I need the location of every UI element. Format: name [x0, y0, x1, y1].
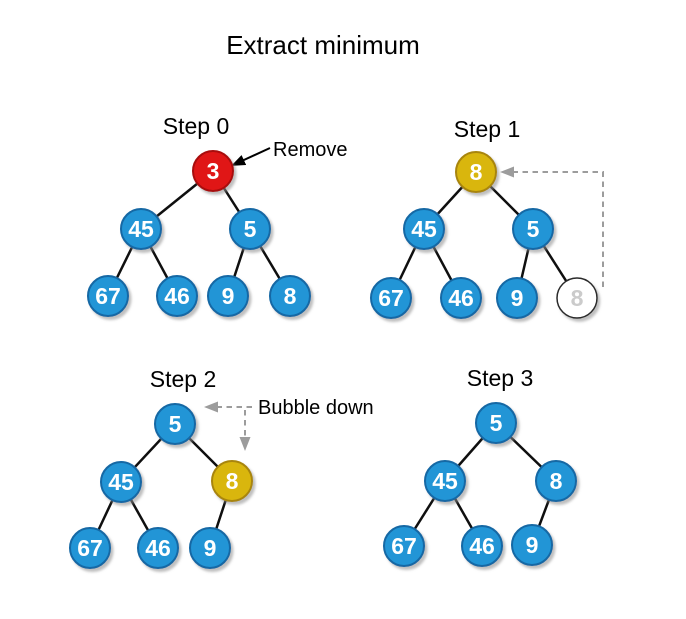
- node-value: 46: [164, 283, 190, 309]
- node-value: 9: [222, 283, 235, 309]
- heap-node-blue: [440, 277, 482, 319]
- node-value: 45: [128, 216, 154, 242]
- bubble-down-annotation: Bubble down: [258, 397, 374, 419]
- heap-node-blue: [383, 525, 425, 567]
- step-0-tree: 3 45 5 67 46 9 8: [87, 147, 311, 317]
- remove-annotation: Remove: [273, 139, 347, 161]
- step-1-tree: 8 45 5 67 46 9 8: [370, 151, 604, 319]
- node-value: 3: [207, 158, 220, 184]
- node-value: 67: [378, 285, 404, 311]
- heap-node-blue: [120, 208, 162, 250]
- node-value: 67: [95, 283, 121, 309]
- heap-node-blue: [100, 461, 142, 503]
- page-title: Extract minimum: [226, 30, 420, 60]
- heap-node-blue: [207, 275, 249, 317]
- node-value: 8: [226, 468, 239, 494]
- node-value: 46: [469, 533, 495, 559]
- node-value: 46: [145, 535, 171, 561]
- heap-node-blue: [156, 275, 198, 317]
- node-value: 8: [284, 283, 297, 309]
- heap-node-blue: [370, 277, 412, 319]
- step-2-tree: 5 45 8 67 46 9: [69, 401, 253, 569]
- step-2-label: Step 2: [150, 366, 217, 392]
- heap-node-blue: [137, 527, 179, 569]
- heap-node-blue: [535, 460, 577, 502]
- node-value: 8: [571, 285, 584, 311]
- node-value: 9: [526, 532, 539, 558]
- node-value: 5: [490, 410, 503, 436]
- heap-node-blue: [87, 275, 129, 317]
- heap-node-ghost: [556, 277, 598, 319]
- node-value: 45: [108, 469, 134, 495]
- node-value: 67: [391, 533, 417, 559]
- heap-node-blue: [154, 403, 196, 445]
- heap-node-blue: [512, 208, 554, 250]
- heap-node-blue: [69, 527, 111, 569]
- heap-node-blue: [461, 525, 503, 567]
- step-3-label: Step 3: [467, 365, 534, 391]
- heap-node-blue: [475, 402, 517, 444]
- node-value: 5: [169, 411, 182, 437]
- heap-node-yellow: [211, 460, 253, 502]
- heap-node-blue: [424, 460, 466, 502]
- node-value: 45: [411, 216, 437, 242]
- heap-node-red: [192, 150, 234, 192]
- step-0-label: Step 0: [163, 113, 230, 139]
- heap-node-yellow: [455, 151, 497, 193]
- remove-arrow: [231, 147, 271, 166]
- node-value: 9: [204, 535, 217, 561]
- node-value: 5: [527, 216, 540, 242]
- node-value: 8: [470, 159, 483, 185]
- node-value: 67: [77, 535, 103, 561]
- node-value: 9: [511, 285, 524, 311]
- node-value: 45: [432, 468, 458, 494]
- dashed-move-arrow: [500, 166, 604, 287]
- heap-node-blue: [511, 524, 553, 566]
- node-value: 8: [550, 468, 563, 494]
- heap-node-blue: [229, 208, 271, 250]
- node-value: 46: [448, 285, 474, 311]
- heap-node-blue: [269, 275, 311, 317]
- heap-node-blue: [403, 208, 445, 250]
- step-3-tree: 5 45 8 67 46 9: [383, 402, 577, 567]
- heap-node-blue: [189, 527, 231, 569]
- node-value: 5: [244, 216, 257, 242]
- step-1-label: Step 1: [454, 116, 521, 142]
- heap-node-blue: [496, 277, 538, 319]
